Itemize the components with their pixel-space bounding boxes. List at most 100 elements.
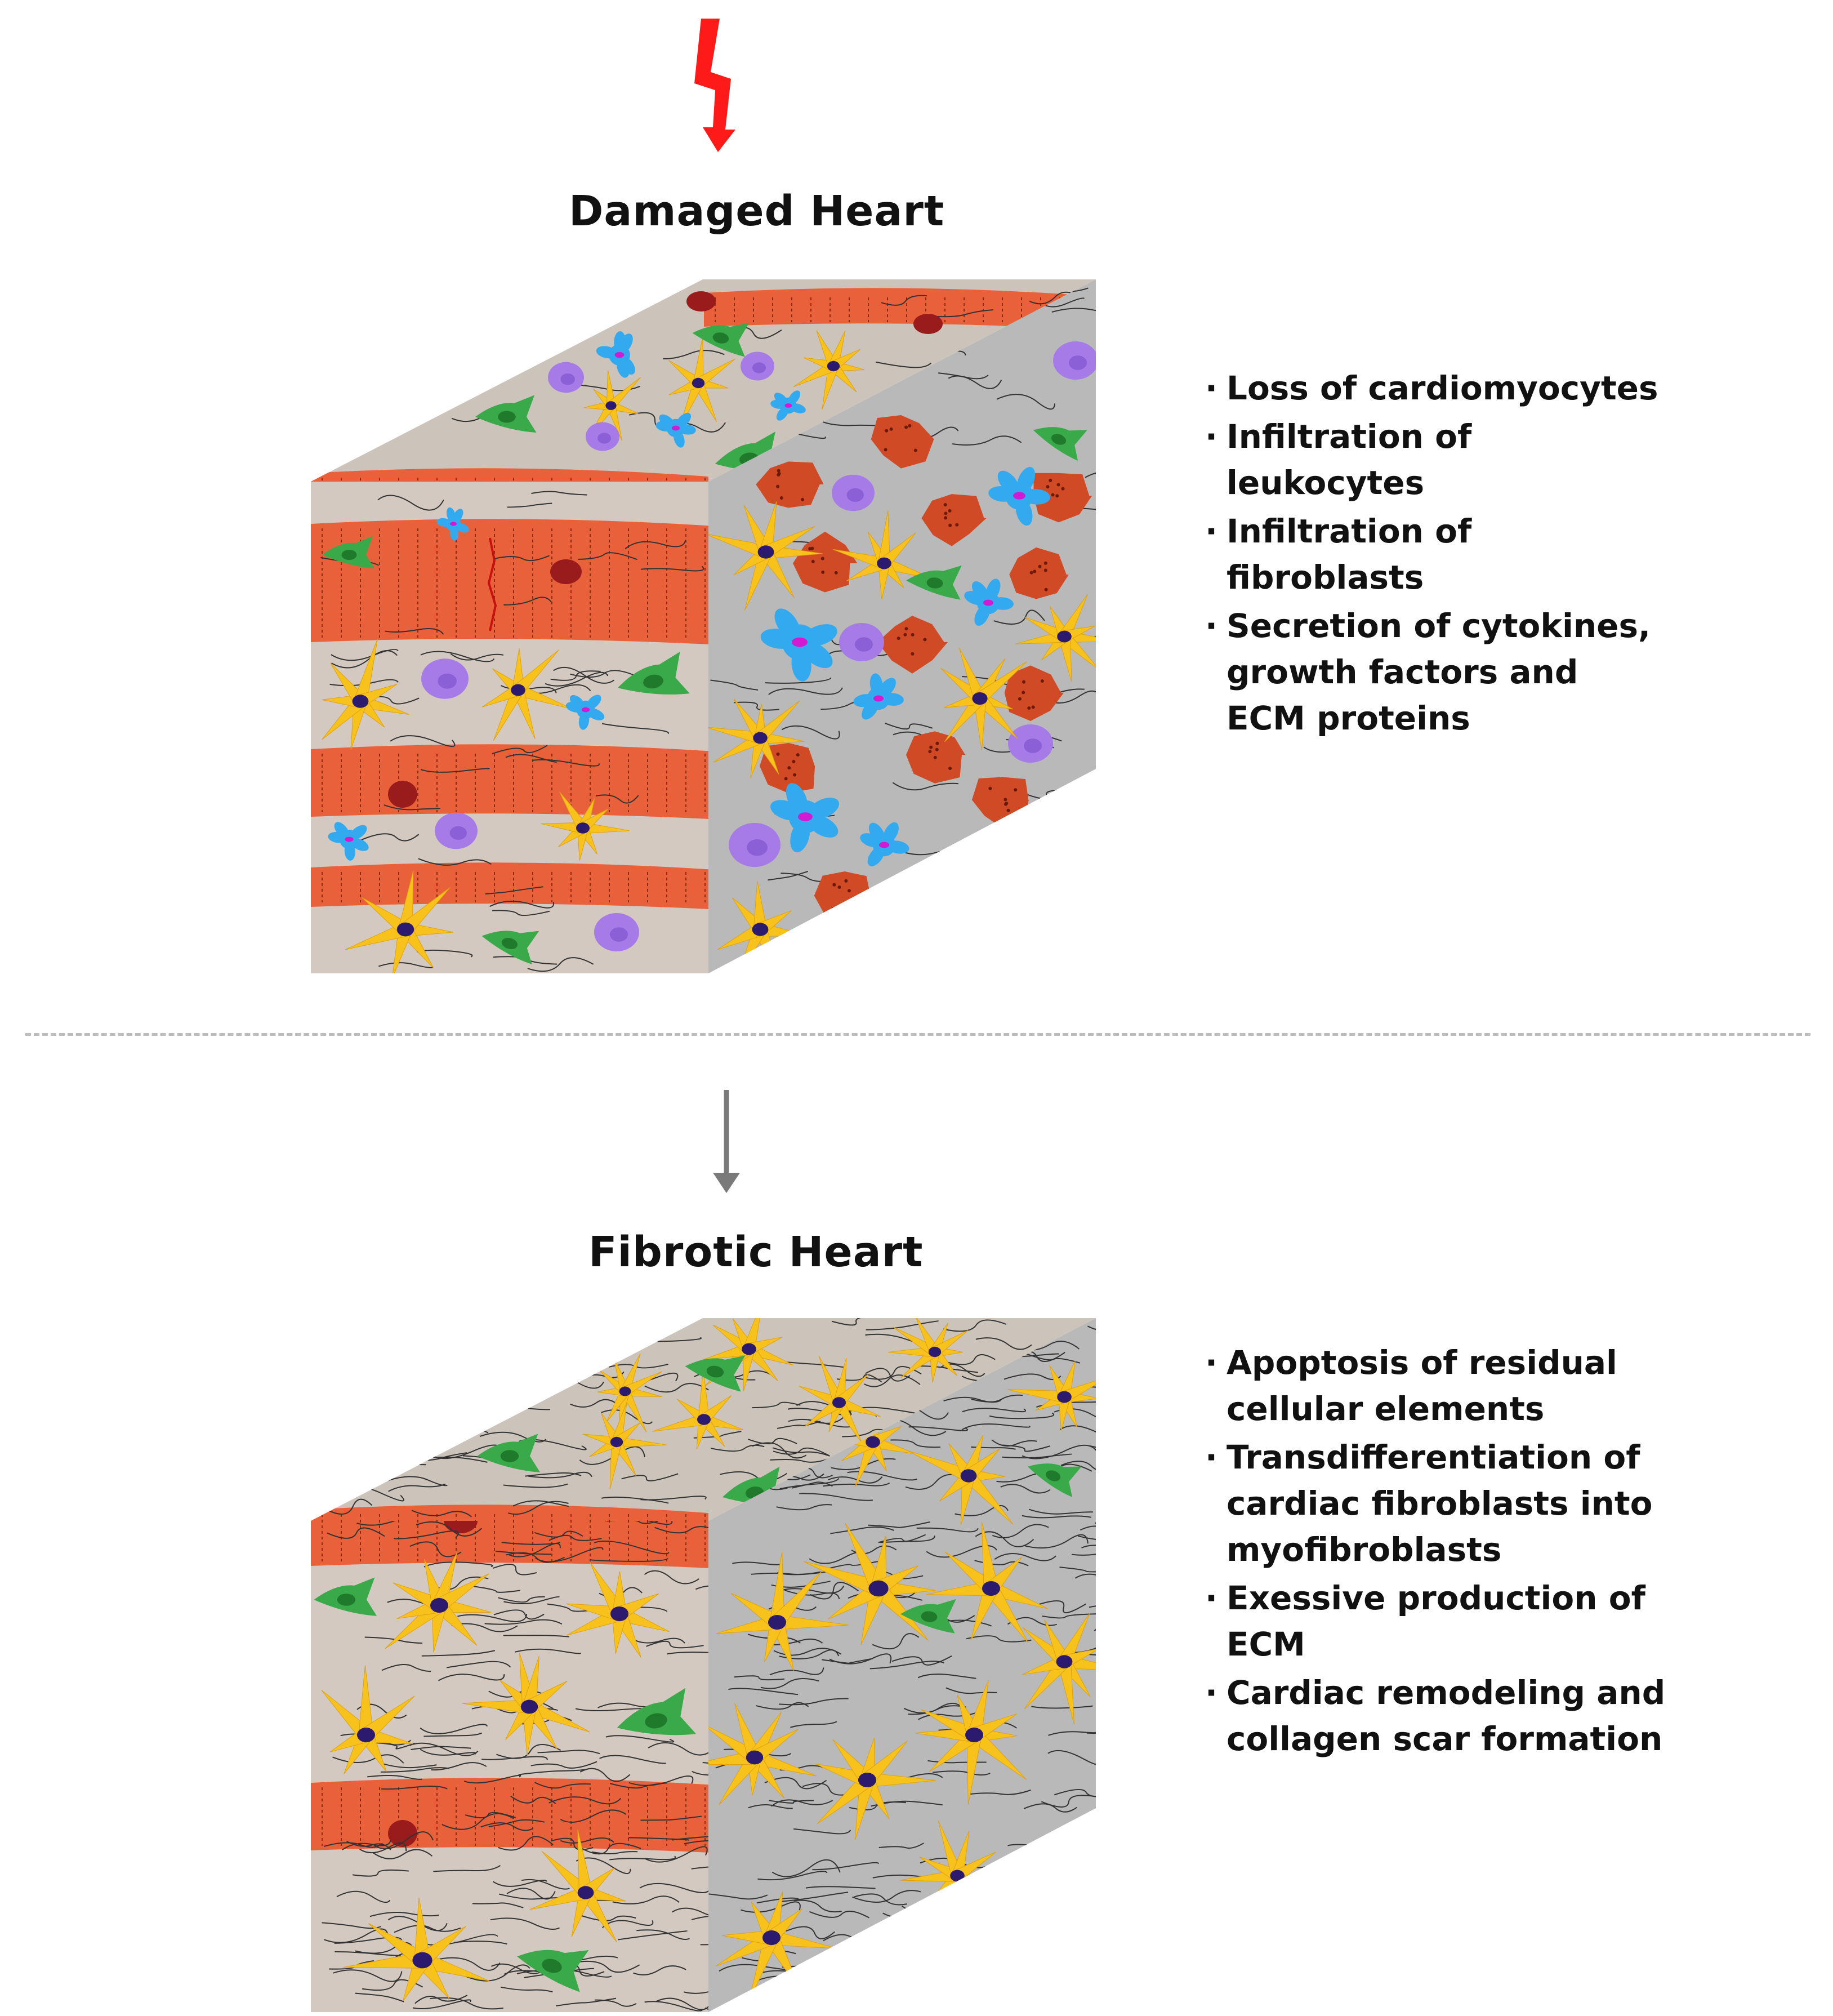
bullet-item: Apoptosis of residual cellular elements xyxy=(1205,1339,1667,1432)
fibroblast xyxy=(617,651,690,695)
myofibroblast xyxy=(926,1522,1048,1644)
leukocyte xyxy=(832,474,875,511)
myofibroblast xyxy=(1007,1360,1096,1431)
bullet-item: Infiltration of fibroblasts xyxy=(1205,508,1667,600)
fibroblast xyxy=(477,1434,540,1472)
leukocyte xyxy=(586,422,619,451)
fibroblast xyxy=(900,1599,956,1634)
fibroblast xyxy=(685,1355,746,1392)
cardiomyocyte-section xyxy=(877,616,948,674)
section-divider xyxy=(25,1033,1810,1036)
cardiomyocyte-section xyxy=(921,494,987,546)
myofibroblast xyxy=(833,510,933,600)
myofibroblast xyxy=(908,1434,1014,1525)
fibroblast xyxy=(722,1466,787,1505)
myofibroblast xyxy=(541,791,630,861)
myofibroblast xyxy=(322,639,409,750)
top-face xyxy=(311,1318,1096,1521)
leukocyte xyxy=(1053,341,1096,380)
myofibroblast xyxy=(1022,1613,1096,1725)
cardiomyocyte-section xyxy=(793,531,858,593)
monocyte xyxy=(565,695,605,730)
side-face xyxy=(708,279,1096,973)
myofibroblast xyxy=(566,1562,670,1658)
cardiomyocyte-section xyxy=(1009,547,1069,599)
nucleus xyxy=(686,291,716,311)
cardiomyocyte-band xyxy=(311,1505,708,1521)
arrow-down-icon xyxy=(713,1090,740,1193)
nucleus xyxy=(444,1521,478,1533)
top-face xyxy=(311,279,1096,482)
fibroblast xyxy=(617,1688,697,1735)
myofibroblast xyxy=(321,1665,415,1774)
myofibroblast xyxy=(715,1891,837,2001)
leukocyte xyxy=(1008,724,1053,763)
cardiomyocyte-band xyxy=(311,862,708,910)
bullet-item: Infiltration of leukocytes xyxy=(1205,413,1667,506)
cardiomyocyte-section xyxy=(871,415,934,469)
myofibroblast xyxy=(481,648,574,741)
fibroblast xyxy=(517,1950,589,1992)
myofibroblast xyxy=(345,870,454,973)
myofibroblast xyxy=(529,1829,626,1943)
monocyte xyxy=(760,608,837,682)
myofibroblast xyxy=(793,330,865,410)
fibrotic-heart-title: Fibrotic Heart xyxy=(588,1228,924,1276)
monocyte xyxy=(328,822,369,861)
nucleus xyxy=(388,1820,417,1847)
cardiomyocyte-band xyxy=(311,468,708,482)
cardiomyocyte-section xyxy=(814,871,878,921)
myofibroblast xyxy=(717,880,811,973)
myofibroblast xyxy=(815,1738,936,1840)
monocyte xyxy=(770,390,806,421)
cardiomyocyte-section xyxy=(756,461,824,508)
lightning-bolt xyxy=(694,19,735,152)
myofibroblast xyxy=(646,509,707,570)
collagen-fibers xyxy=(320,491,704,972)
myofibroblast xyxy=(597,1353,663,1433)
fibroblast xyxy=(1027,1463,1082,1497)
myofibroblast xyxy=(1015,594,1096,682)
monocyte xyxy=(988,466,1050,526)
front-face xyxy=(311,1521,708,2012)
fibroblast xyxy=(715,431,783,472)
monocyte xyxy=(655,412,696,448)
myofibroblast xyxy=(900,1821,996,1924)
myofibroblast xyxy=(940,647,1027,751)
myofibroblast xyxy=(799,1356,881,1444)
nucleus xyxy=(388,781,417,808)
collagen-fibers xyxy=(708,1318,1096,2012)
cardiomyocyte-section xyxy=(1033,473,1092,523)
damaged-heart-title: Damaged Heart xyxy=(569,187,945,235)
fibroblast xyxy=(314,1577,377,1616)
rupture-line xyxy=(487,537,497,631)
fibroblast xyxy=(906,565,962,600)
cardiomyocyte-band xyxy=(311,744,708,820)
collagen-fibers xyxy=(315,1318,1096,1521)
fibroblast xyxy=(322,536,374,568)
front-face xyxy=(311,482,708,973)
myofibroblast xyxy=(343,1897,490,2002)
cardiomyocyte-band xyxy=(311,519,708,646)
fibroblast xyxy=(692,323,750,357)
cardiomyocyte-section xyxy=(906,731,966,784)
myofibroblast xyxy=(462,1653,590,1756)
leukocyte xyxy=(839,623,884,661)
cardiomyocyte-section xyxy=(971,777,1029,828)
bullet-item: Exessive production of ECM xyxy=(1205,1575,1667,1667)
myofibroblast xyxy=(583,370,641,441)
monocyte xyxy=(964,578,1014,626)
cardiomyocyte-band xyxy=(704,288,1096,330)
side-face xyxy=(708,1318,1096,2012)
collagen-fibers xyxy=(322,1521,708,2012)
fibroblast xyxy=(481,931,539,965)
bullet-item: Cardiac remodeling and collagen scar for… xyxy=(1205,1670,1667,1762)
cardiomyocyte-section xyxy=(760,742,815,794)
myofibroblast xyxy=(708,501,823,611)
myofibroblast xyxy=(668,337,735,429)
myofibroblast xyxy=(887,1318,969,1383)
myofibroblast xyxy=(385,1552,492,1653)
leukocyte xyxy=(548,362,584,393)
fibrotic-bullet-list: Apoptosis of residual cellular elements … xyxy=(1205,1339,1667,1764)
leukocyte xyxy=(741,351,774,381)
